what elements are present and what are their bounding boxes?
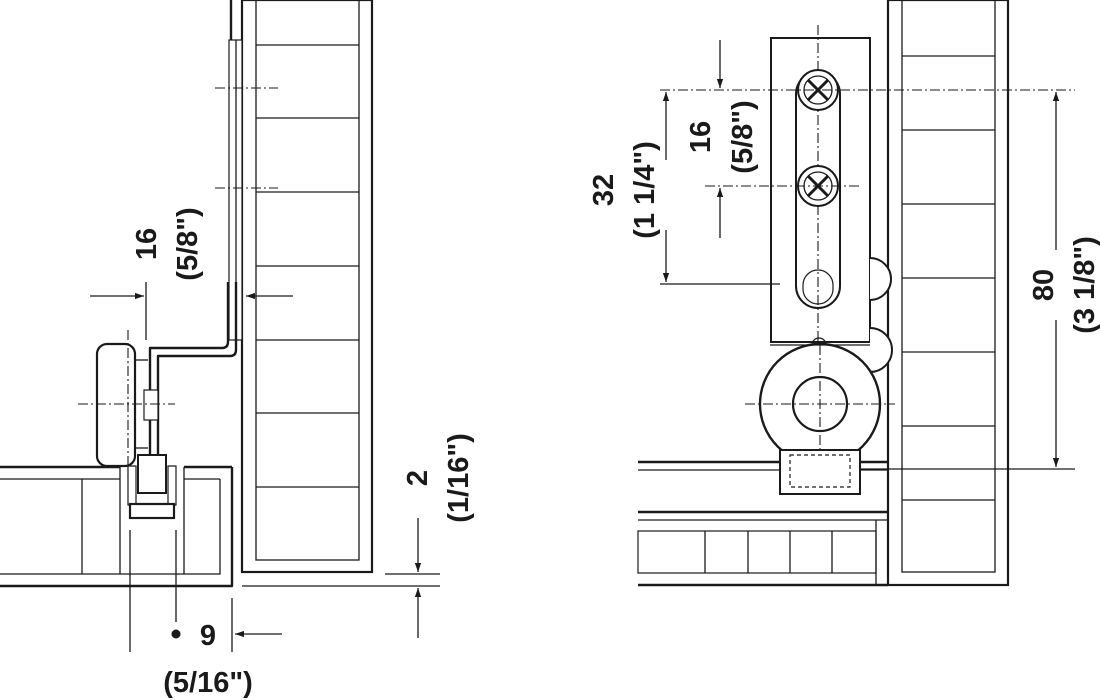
right-guide-insert [779, 449, 861, 495]
dim-left-2-imperial: (1/16") [443, 433, 475, 523]
dim-left-16-metric: 16 [131, 228, 163, 260]
dim-right-32-imperial: (1 1/4") [629, 141, 661, 239]
right-roller-wheel [745, 337, 895, 470]
right-mounting-plate [770, 25, 871, 350]
dim-right-16-imperial: (5/8") [727, 100, 759, 173]
dim-left-9 [129, 530, 282, 652]
dim-right-80-imperial: (3 1/8") [1069, 236, 1100, 334]
right-bump-1 [869, 257, 892, 301]
left-hanger-arm-inner [148, 282, 230, 470]
right-bottom-rail [637, 510, 888, 587]
dim-left-16 [90, 282, 293, 340]
dim-right-16-metric: 16 [685, 121, 717, 153]
right-view: 16 (5/8") 32 (1 1/4") 80 (3 1/8") [588, 0, 1100, 587]
dim-right-32-metric: 32 [588, 174, 620, 206]
left-bottom-track [0, 465, 234, 588]
dim-left-9-imperial: (5/16") [163, 667, 253, 699]
right-bump-2 [869, 327, 893, 373]
dim-left-16-imperial: (5/8") [172, 207, 204, 280]
dim-left-2-metric: 2 [402, 470, 434, 486]
left-guide-insert [127, 454, 177, 520]
right-top-rail [638, 460, 888, 471]
left-door-panel [240, 0, 374, 574]
dim-right-80-metric: 80 [1028, 269, 1060, 301]
dim-left-9-metric: 9 [200, 620, 216, 652]
right-door-panel [886, 0, 1010, 587]
left-view: 16 (5/8") 2 (1/16") 9 (5/16") [0, 0, 475, 699]
left-hanger-arm [156, 282, 238, 470]
